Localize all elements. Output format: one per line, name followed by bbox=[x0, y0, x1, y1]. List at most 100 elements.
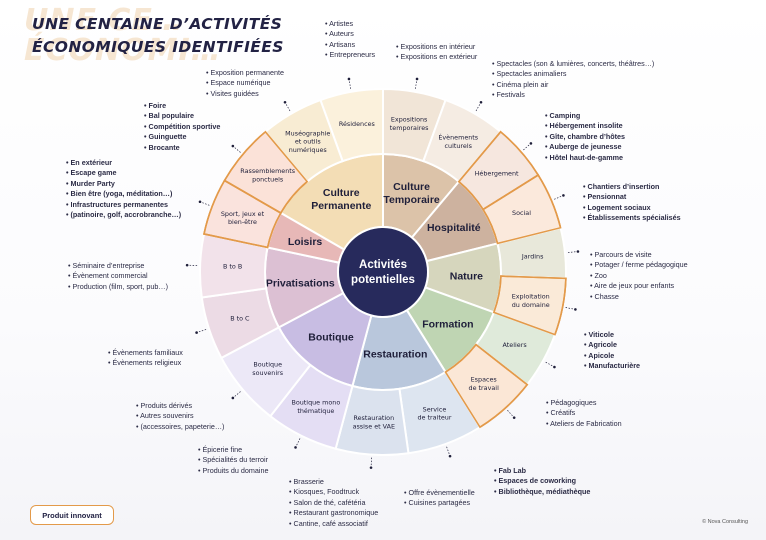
note-fablab: Fab LabEspaces de coworkingBibliothèque,… bbox=[494, 466, 591, 497]
segment-ring: RésidencesExpositionstemporairesÉvènemen… bbox=[199, 87, 567, 456]
note-item: Hôtel haut-de-gamme bbox=[545, 153, 625, 163]
note-item: Compétition sportive bbox=[144, 122, 221, 132]
segment-label-restauration-assise-line-1: Restauration bbox=[353, 414, 394, 422]
note-item: Zoo bbox=[590, 271, 688, 281]
note-item: Évènements religieux bbox=[108, 358, 183, 368]
leader-line-museographie bbox=[284, 102, 291, 112]
note-item: Auberge de jeunesse bbox=[545, 142, 625, 152]
leader-line-sport-jeux-bien-etre bbox=[199, 201, 210, 206]
note-pedagogiques: PédagogiquesCréatifsAteliers de Fabricat… bbox=[546, 398, 622, 429]
note-item: Offre évènementielle bbox=[404, 488, 475, 498]
note-item: Spécialités du terroir bbox=[198, 455, 269, 465]
note-item: Établissements spécialisés bbox=[583, 213, 681, 223]
segment-label-service-de-traiteur-line-1: Service bbox=[423, 405, 447, 413]
category-label-privatisations-line-1: Privatisations bbox=[266, 278, 335, 290]
note-produits-derives: Produits dérivésAutres souvenirs(accesso… bbox=[136, 401, 224, 432]
center-label-line-1: Activités bbox=[359, 259, 407, 271]
category-label-culture-permanente-line-1: Culture bbox=[323, 187, 360, 199]
segment-innovant-border-rassemblements-ponctuels bbox=[223, 130, 309, 215]
note-item: Guinguette bbox=[144, 132, 220, 142]
segment-label-museographie-line-2: et outils bbox=[295, 138, 321, 146]
leader-dot-museographie bbox=[283, 100, 287, 104]
segment-label-b-to-c-line-1: B to C bbox=[230, 315, 250, 323]
segment-label-espaces-de-travail-line-2: de travail bbox=[469, 384, 500, 392]
note-item: Séminaire d’entreprise bbox=[68, 261, 168, 271]
segment-label-museographie-line-3: numériques bbox=[289, 146, 328, 154]
note-item: Produits dérivés bbox=[136, 401, 224, 411]
segment-label-boutique-mono-thematique-line-2: thématique bbox=[297, 407, 334, 415]
leader-dot-service-de-traiteur bbox=[448, 454, 452, 458]
note-item: Potager / ferme pédagogique bbox=[590, 260, 688, 270]
category-label-culture-temporaire-line-1: Culture bbox=[393, 181, 430, 193]
segment-label-expositions-temporaires-line-1: Expositions bbox=[391, 116, 428, 124]
center-label-line-2: potentielles bbox=[351, 274, 415, 286]
note-foire: FoireBal populaireCompétition sportiveGu… bbox=[144, 101, 221, 153]
note-item: Brocante bbox=[144, 143, 220, 153]
note-item: Bal populaire bbox=[144, 111, 220, 121]
note-item: Pédagogiques bbox=[546, 398, 622, 408]
leader-line-jardins bbox=[567, 251, 578, 253]
note-item: Visites guidées bbox=[206, 89, 284, 99]
note-item: Autres souvenirs bbox=[136, 411, 224, 421]
leader-dot-social bbox=[562, 194, 565, 197]
segment-label-rassemblements-ponctuels-line-2: ponctuels bbox=[252, 175, 284, 183]
title-ghost-watermark: UNE CE…ÉCONOMI… bbox=[24, 3, 222, 68]
note-item: Cantine, café associatif bbox=[289, 519, 378, 529]
note-item: Pensionnat bbox=[583, 192, 681, 202]
leader-dot-hebergement bbox=[529, 142, 533, 145]
note-parcours: Parcours de visitePotager / ferme pédago… bbox=[590, 250, 688, 302]
segment-label-boutique-souvenirs-line-2: souvenirs bbox=[252, 369, 283, 377]
segment-label-evenements-culturels-line-2: culturels bbox=[445, 142, 473, 150]
note-item: Viticole bbox=[584, 330, 640, 340]
note-item: Fab Lab bbox=[494, 466, 590, 476]
note-item: Chasse bbox=[590, 292, 688, 302]
note-item: Salon de thé, cafétéria bbox=[289, 498, 378, 508]
category-label-culture-temporaire-line-2: Temporaire bbox=[383, 194, 440, 206]
center-circle-group: Activités potentielles bbox=[337, 226, 429, 318]
segment-label-sport-jeux-bien-etre-line-1: Sport, jeux et bbox=[221, 210, 265, 218]
segment-label-boutique-mono-thematique-line-1: Boutique mono bbox=[291, 399, 340, 407]
category-label-boutique-line-1: Boutique bbox=[308, 331, 354, 343]
note-expositions: Expositions en intérieurExpositions en e… bbox=[396, 42, 478, 63]
segment-label-boutique-souvenirs-line-1: Boutique bbox=[253, 361, 282, 369]
note-viticole: ViticoleAgricoleApicoleManufacturière bbox=[584, 330, 640, 372]
leader-line-expositions-temporaires bbox=[414, 78, 418, 89]
note-item: Évènements familiaux bbox=[108, 348, 183, 358]
note-exterieur: En extérieurEscape gameMurder PartyBien … bbox=[66, 158, 182, 220]
note-item: Aire de jeux pour enfants bbox=[590, 281, 688, 291]
legend-produit-innovant: Produit innovant bbox=[30, 505, 114, 525]
note-item: Spectacles animaliers bbox=[492, 69, 654, 79]
segment-label-expositions-temporaires-line-2: temporaires bbox=[390, 124, 429, 132]
note-item: Escape game bbox=[66, 168, 181, 178]
note-item: Espaces de coworking bbox=[494, 476, 590, 486]
note-item: En extérieur bbox=[66, 158, 181, 168]
category-label-formation-line-1: Formation bbox=[422, 319, 473, 331]
segment-label-evenements-culturels-line-1: Évènements bbox=[438, 133, 478, 142]
category-label-culture-permanente-line-2: Permanente bbox=[311, 200, 371, 212]
leader-dot-restauration-assise bbox=[369, 466, 373, 469]
note-evenements-familiaux: Évènements familiauxÉvènements religieux bbox=[108, 348, 183, 369]
note-exposition-permanente: Exposition permanenteEspace numériqueVis… bbox=[206, 68, 285, 99]
leader-line-evenements-culturels bbox=[475, 102, 482, 112]
note-offre: Offre évènementielleCuisines partagées bbox=[404, 488, 475, 509]
note-chantiers: Chantiers d’insertionPensionnatLogement … bbox=[583, 182, 681, 224]
leader-line-social bbox=[554, 195, 564, 200]
note-seminaire: Séminaire d’entrepriseÉvènement commerci… bbox=[68, 261, 168, 292]
segment-label-sport-jeux-bien-etre-line-2: bien-être bbox=[228, 218, 257, 226]
leader-line-exploitation-du-domaine bbox=[565, 307, 576, 310]
note-item: Espace numérique bbox=[206, 78, 284, 88]
segment-label-exploitation-du-domaine-line-1: Exploitation bbox=[512, 293, 550, 301]
note-brasserie: BrasserieKiosques, FoodtruckSalon de thé… bbox=[289, 477, 379, 529]
note-item: Ateliers de Fabrication bbox=[546, 419, 622, 429]
leader-dot-rassemblements-ponctuels bbox=[231, 144, 235, 148]
note-item: Créatifs bbox=[546, 408, 622, 418]
category-label-restauration-line-1: Restauration bbox=[363, 349, 427, 361]
leader-dot-residences bbox=[347, 77, 351, 81]
note-item: Camping bbox=[545, 111, 625, 121]
leader-line-residences bbox=[348, 78, 352, 89]
leader-line-boutique-mono-thematique bbox=[295, 438, 301, 448]
segment-label-rassemblements-ponctuels-line-1: Rassemblements bbox=[240, 167, 296, 175]
note-item: Logement sociaux bbox=[583, 203, 681, 213]
leader-line-boutique-souvenirs bbox=[232, 391, 241, 399]
